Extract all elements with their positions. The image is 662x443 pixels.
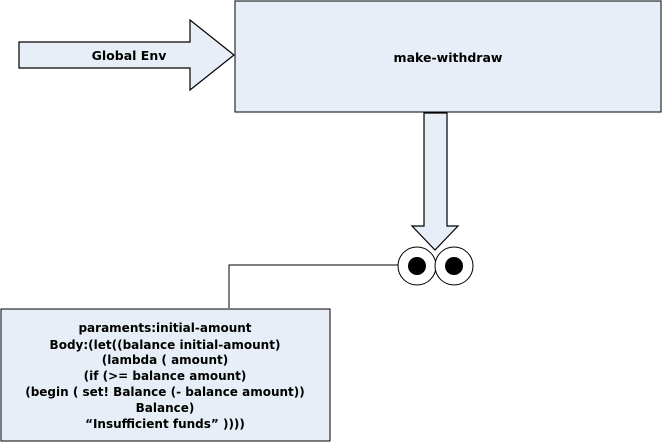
procedure-line-lambda: (lambda ( amount) [102, 353, 228, 367]
frame-box [234, 0, 662, 113]
global-env-arrow [18, 18, 235, 92]
procedure-line-balance: Balance) [136, 401, 195, 415]
procedure-line-if: (if (>= balance amount) [84, 369, 247, 383]
procedure-line-params: paraments:initial-amount [78, 321, 251, 335]
procedure-box [0, 308, 331, 442]
env-pointer-dot [408, 257, 426, 275]
procedure-line-body: Body:(let((balance initial-amount) [50, 338, 281, 352]
procedure-object [397, 246, 474, 286]
procedure-line-insufficient: “Insufficient funds” )))) [85, 417, 245, 431]
frame-pointer-arrow [410, 112, 460, 251]
code-pointer-dot [445, 257, 463, 275]
code-connector-line [228, 264, 398, 308]
procedure-line-begin: (begin ( set! Balance (- balance amount)… [25, 385, 305, 399]
frame-label: make-withdraw [394, 50, 503, 65]
global-env-label: Global Env [92, 48, 167, 63]
